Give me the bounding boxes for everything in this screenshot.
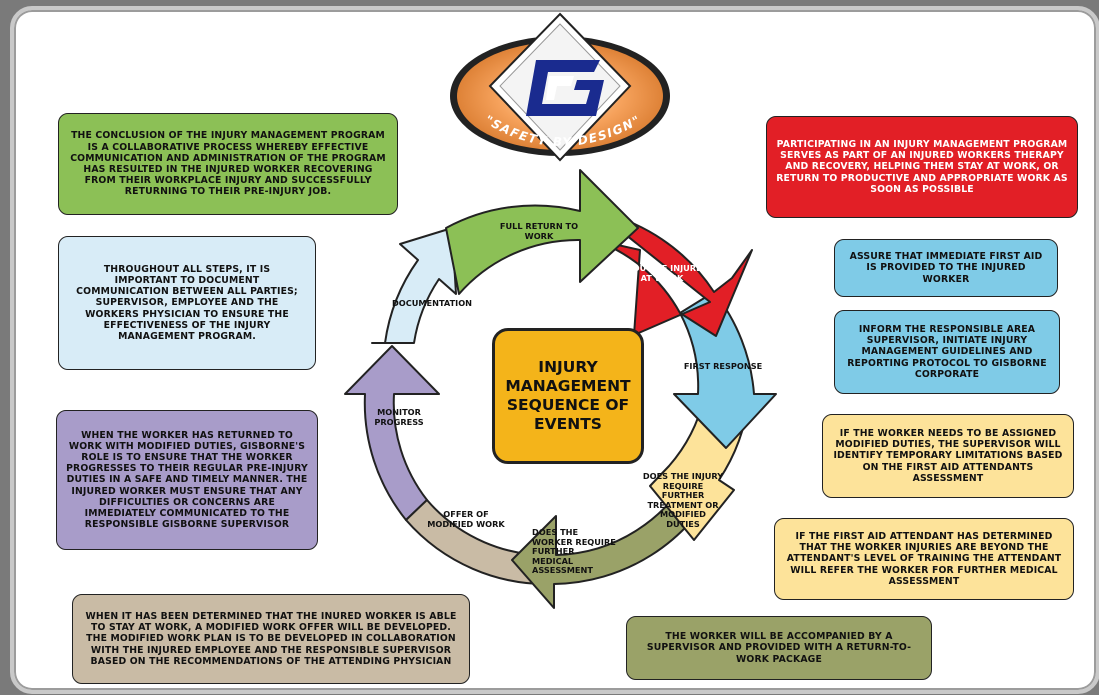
step-arrow-medical bbox=[511, 465, 720, 609]
inform-supervisor-box: INFORM THE RESPONSIBLE AREA SUPERVISOR, … bbox=[834, 310, 1060, 394]
first-aid-attendant-box: IF THE FIRST AID ATTENDANT HAS DETERMINE… bbox=[774, 518, 1074, 600]
step-arrow-documentation bbox=[371, 227, 457, 344]
center-title-box: INJURY MANAGEMENT SEQUENCE OF EVENTS bbox=[492, 328, 644, 464]
logo-mark-icon bbox=[526, 60, 604, 116]
conclusion-box: THE CONCLUSION OF THE INJURY MANAGEMENT … bbox=[58, 113, 398, 215]
step-arrow-monitor bbox=[344, 345, 440, 521]
throughout-box: THROUGHOUT ALL STEPS, IT IS IMPORTANT TO… bbox=[58, 236, 316, 370]
step-label-does-worker: DOES THE WORKER REQUIRE FURTHER MEDICAL … bbox=[532, 527, 616, 576]
step-label-offer: OFFER OF MODIFIED WORK bbox=[427, 509, 505, 529]
step-label-injured: IF YOU ARE INJURED AT WORK bbox=[615, 263, 709, 283]
cycle-diagram: "SAFETY BY DESIGN" bbox=[344, 12, 777, 609]
step-label-monitor: MONITOR PROGRESS bbox=[374, 407, 424, 427]
diagram-frame: "SAFETY BY DESIGN" FULL RETURN TO WORK I… bbox=[10, 6, 1099, 694]
step-arrow-first-response bbox=[673, 291, 777, 449]
first-aid-box: ASSURE THAT IMMEDIATE FIRST AID IS PROVI… bbox=[834, 239, 1058, 297]
step-label-documentation: DOCUMENTATION bbox=[391, 298, 473, 308]
accompanied-box: THE WORKER WILL BE ACCOMPANIED BY A SUPE… bbox=[626, 616, 932, 680]
step-label-full-return: FULL RETURN TO WORK bbox=[499, 221, 579, 241]
company-logo: "SAFETY BY DESIGN" bbox=[450, 12, 670, 162]
step-label-first-response: FIRST RESPONSE bbox=[683, 361, 763, 371]
worker-returned-box: WHEN THE WORKER HAS RETURNED TO WORK WIT… bbox=[56, 410, 318, 550]
step-label-does-injury: DOES THE INJURY REQUIRE FURTHER TREATMEN… bbox=[642, 471, 724, 529]
step-arrow-full-return bbox=[445, 169, 639, 295]
participating-box: PARTICIPATING IN AN INJURY MANAGEMENT PR… bbox=[766, 116, 1078, 218]
modified-duties-box: IF THE WORKER NEEDS TO BE ASSIGNED MODIF… bbox=[822, 414, 1074, 498]
modified-offer-box: WHEN IT HAS BEEN DETERMINED THAT THE INU… bbox=[72, 594, 470, 684]
